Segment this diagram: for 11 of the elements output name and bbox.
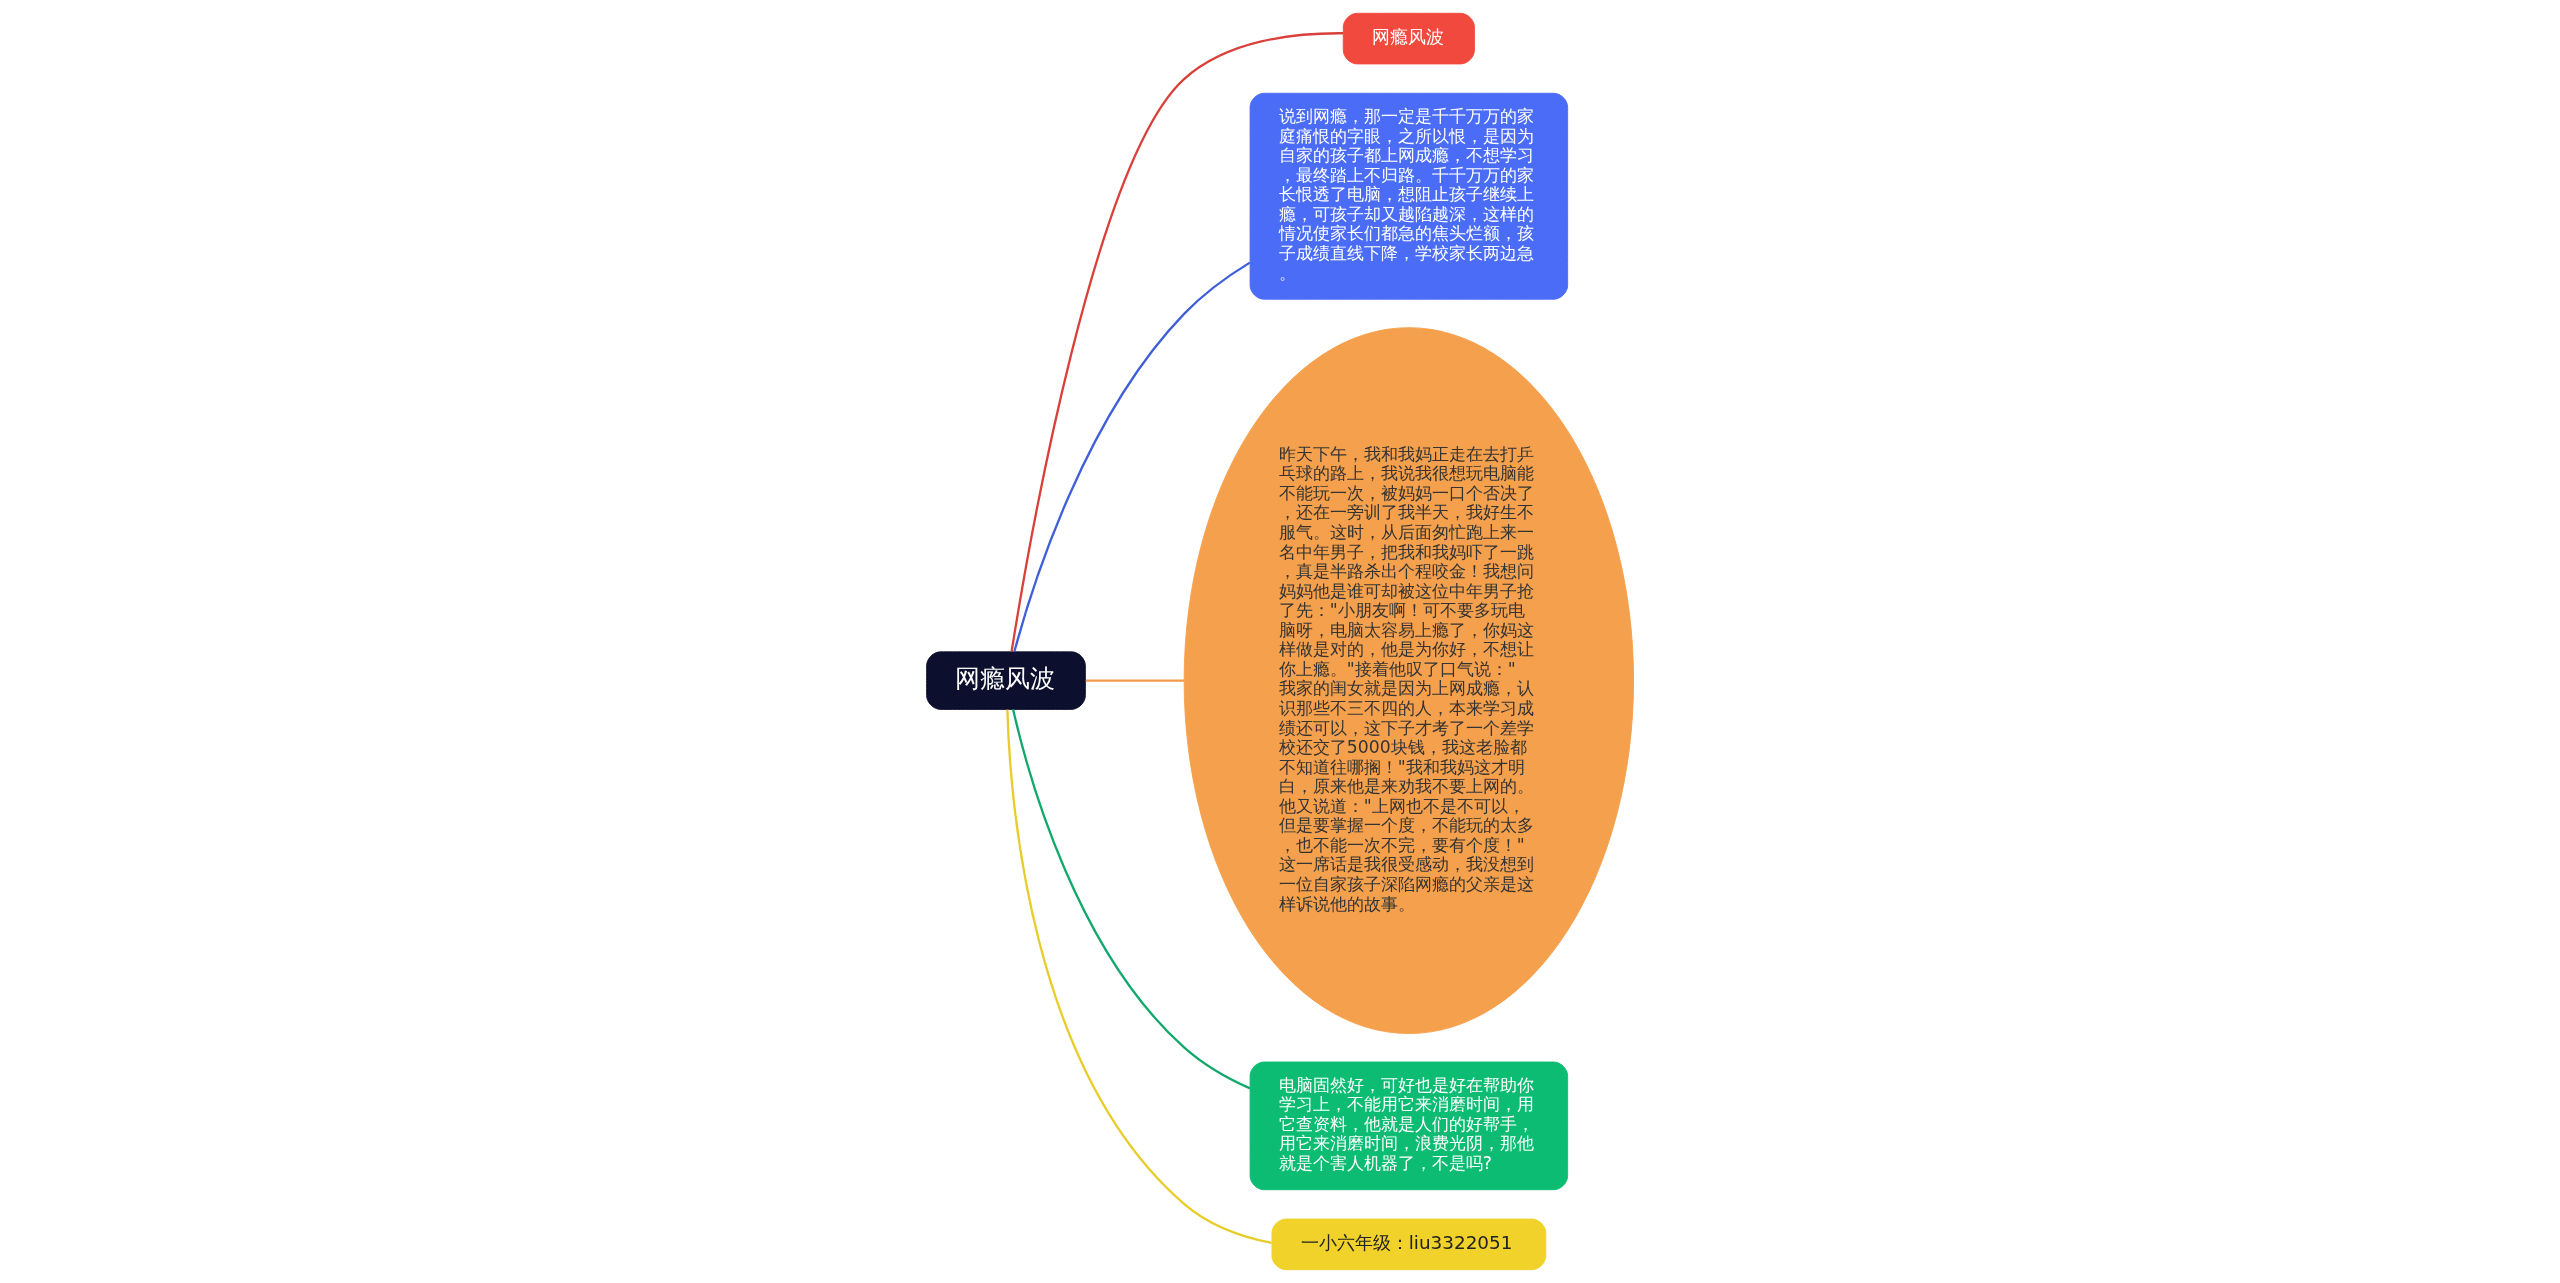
connector — [1010, 32, 1344, 652]
node-box: 一小六年级：liu3322051 — [1271, 1218, 1547, 1271]
connector — [1006, 709, 1272, 1245]
node-box: 说到网瘾，那一定是千千万万的家庭痛恨的字眼，之所以恨，是因为自家的孩子都上网成瘾，不想学习，最终踏上不归路。千千万万的家长恨透了电脑，想阻止孩子继续上瘾，可孩子却又越陷越深，这样的情况使家长们都急的焦头烂额，孩子成绩直线下降，学校家长两边急。 — [1249, 92, 1569, 300]
node-ellipse: 昨天下午，我和我妈正走在去打乒乓球的路上，我说我很想玩电脑能不能玩一次，被妈妈一口个否决了，还在一旁训了我半天，我好生不服气。这时，从后面匆忙跑上来一名中年男子，把我和我妈吓了一跳，真是半路杀出个程咬金！我想问妈妈他是谁可却被这位中年男子抢了先："小朋友啊！可不要多玩电脑呀，电脑太容易上瘾了，你妈这样做是对的，他是为你好，不想让你上瘾。"接着他叹了口气说："我家的闺女就是因为上网成瘾，认识那些不三不四的人，本来学习成绩还可以，这下子才考了一个差学校还交了5000块钱，我这老脸都不知道往哪搁！"我和我妈这才明白，原来他是来劝我不要上网的。他又说道："上网也不是不可以，但是要掌握一个度，不能玩的太多，也不能一次不完，要有个度！"这一席话是我很受感动，我没想到一位自家孩子深陷网瘾的父亲是这样诉说他的故事。 — [1183, 327, 1635, 1035]
connector — [1012, 709, 1251, 1090]
connector — [1085, 679, 1185, 682]
node-box: 电脑固然好，可好也是好在帮助你学习上，不能用它来消磨时间，用它查资料，他就是人们的好帮手，用它来消磨时间，浪费光阴，那他就是个害人机器了，不是吗? — [1249, 1061, 1569, 1191]
node-box: 网瘾风波 — [926, 651, 1086, 710]
node-box: 网瘾风波 — [1342, 12, 1475, 65]
connector — [1013, 261, 1251, 653]
